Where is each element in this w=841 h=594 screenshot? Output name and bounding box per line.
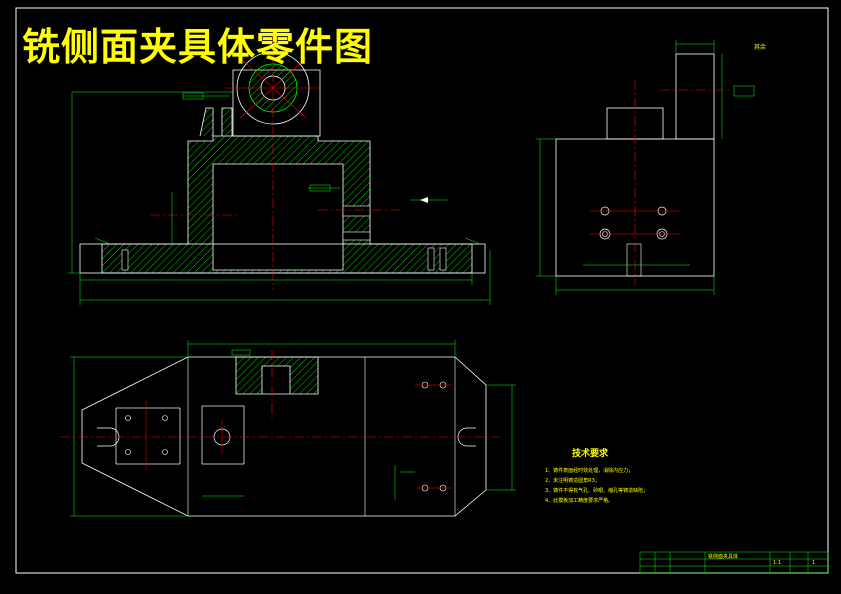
top-view xyxy=(60,340,516,517)
top-view-pocket xyxy=(201,405,245,465)
top-view-hole xyxy=(125,415,131,421)
front-view-lug xyxy=(199,107,233,137)
tech-requirement-item: 1、铸件表面经时效处理，消除内应力； xyxy=(545,468,634,474)
front-view-hole xyxy=(427,247,435,271)
roughness-note: 其余 xyxy=(754,44,767,51)
tolerance-frame xyxy=(309,184,331,192)
top-view-dimensions xyxy=(70,340,516,517)
title-block-sheet: 1 xyxy=(812,560,816,566)
drawing-title: 铣侧面夹具体零件图 xyxy=(22,24,374,69)
side-view-ear xyxy=(675,53,715,140)
tolerance-frame xyxy=(733,85,755,97)
front-view-dimensions xyxy=(68,91,491,305)
tolerance-frame xyxy=(182,92,204,100)
title-block xyxy=(639,551,829,574)
top-view-pocket xyxy=(115,407,181,465)
front-view xyxy=(68,36,491,305)
front-view-slot xyxy=(342,231,371,241)
tech-requirement-item: 3、铸件不得有气孔、砂眼、缩孔等铸造缺陷； xyxy=(545,488,649,494)
top-view-hole xyxy=(125,449,131,455)
top-view-hole xyxy=(162,415,168,421)
side-view-dimensions xyxy=(536,40,723,295)
front-view-hole xyxy=(439,247,447,271)
tech-requirement-item: 2、未注明铸造圆角R3； xyxy=(545,478,600,484)
top-view-outline xyxy=(81,356,487,517)
top-view-hole xyxy=(162,449,168,455)
side-view-slot xyxy=(626,243,642,277)
side-view xyxy=(536,40,755,295)
tech-requirement-item: 4、此模板加工精度要求严格。 xyxy=(545,498,614,504)
front-view-section xyxy=(101,135,473,274)
tech-requirements-list: 1、铸件表面经时效处理，消除内应力； 2、未注明铸造圆角R3； 3、铸件不得有气… xyxy=(545,466,648,506)
front-view-hole xyxy=(121,249,129,271)
front-view-base xyxy=(79,243,486,274)
title-block-scale: 1:1 xyxy=(773,560,782,566)
front-view-slot xyxy=(342,205,371,217)
top-view-section xyxy=(235,356,319,395)
view-direction-arrow xyxy=(420,197,428,203)
front-view-centerline xyxy=(239,57,307,119)
tech-requirements-heading: 技术要求 xyxy=(572,449,609,459)
tolerance-frame xyxy=(231,349,251,356)
title-block-name: 铣侧面夹具体 xyxy=(708,554,739,560)
sheet-border xyxy=(15,7,829,574)
